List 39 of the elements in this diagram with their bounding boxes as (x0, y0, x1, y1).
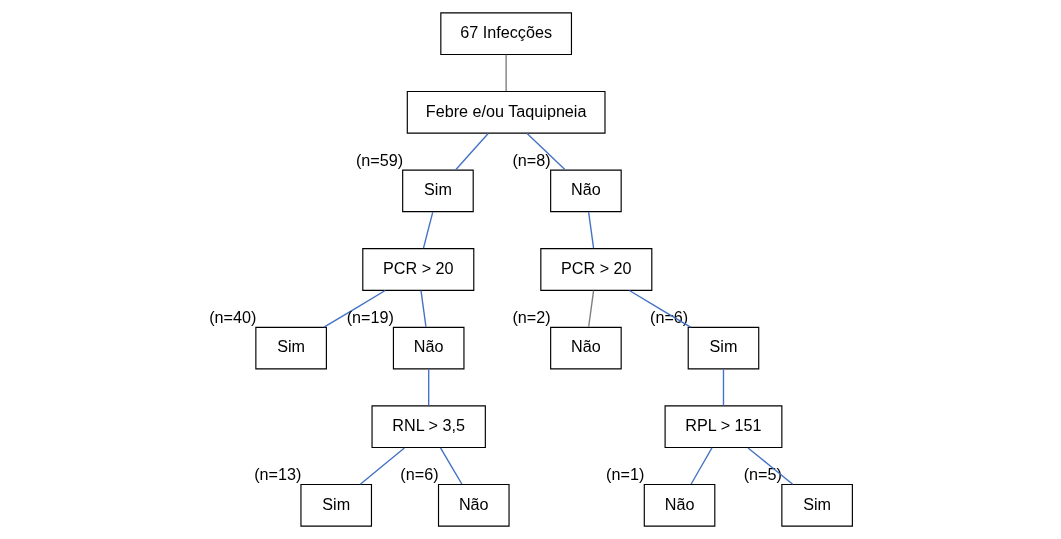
node-box: Sim (401, 169, 474, 213)
connector (427, 368, 429, 407)
node-box: Sim (299, 483, 372, 527)
connector (525, 132, 565, 171)
connector (439, 447, 463, 485)
node-box: RNL > 3,5 (370, 405, 486, 449)
connector (587, 211, 594, 249)
node-box: PCR > 20 (539, 248, 652, 291)
node-box: Sim (254, 326, 327, 370)
connector (689, 447, 713, 485)
connector (359, 447, 405, 485)
node-label: (n=5) (743, 465, 782, 484)
connector (322, 289, 386, 328)
node-box: 67 Infecções (439, 12, 572, 56)
connector (746, 447, 793, 485)
node-box: Não (549, 169, 622, 213)
node-box: RPL > 151 (664, 405, 782, 449)
node-label: (n=13) (253, 465, 301, 484)
node-box: Não (643, 483, 715, 527)
node-label: (n=59) (355, 150, 403, 169)
connector (722, 368, 724, 407)
node-box: Não (392, 326, 465, 370)
node-box: Não (549, 326, 622, 370)
connector (504, 54, 507, 92)
connector (587, 290, 594, 328)
node-label: (n=8) (511, 150, 551, 169)
node-label: (n=40) (208, 307, 256, 326)
node-label: (n=6) (399, 465, 439, 484)
node-label: (n=19) (346, 307, 394, 326)
node-box: Sim (780, 483, 853, 527)
node-box: Sim (687, 326, 759, 370)
connector (419, 290, 427, 328)
node-box: Não (437, 483, 510, 527)
connector (422, 211, 433, 249)
node-label: (n=1) (605, 465, 644, 484)
node-label: (n=2) (511, 307, 551, 326)
node-box: PCR > 20 (361, 248, 474, 291)
connector (454, 132, 489, 171)
node-box: Febre e/ou Taquipneia (406, 90, 606, 134)
